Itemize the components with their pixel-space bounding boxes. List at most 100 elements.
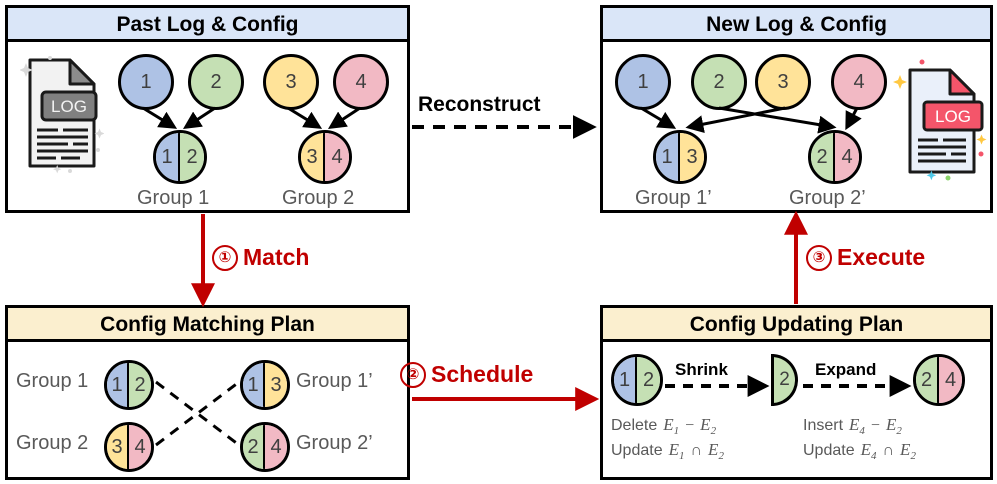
math-term-b: E bbox=[900, 440, 911, 460]
math-row-insert: Insert E4 − E2 bbox=[803, 414, 916, 439]
group-2-label: Group 2 bbox=[282, 187, 355, 209]
math-sub-a: 4 bbox=[870, 450, 877, 463]
half-label: 3 bbox=[306, 146, 318, 168]
group-node-half-left: 2 bbox=[811, 133, 835, 181]
step-number-1: ① bbox=[212, 244, 238, 271]
half-label: 1 bbox=[111, 374, 123, 396]
matching-right-label-1: Group 1’ bbox=[296, 370, 373, 392]
math-sub-b: 2 bbox=[910, 450, 916, 463]
step-schedule-label: ② Schedule bbox=[400, 361, 533, 388]
half-label: 2 bbox=[816, 146, 828, 168]
half-right: 4 bbox=[939, 357, 962, 403]
half-label: 4 bbox=[944, 369, 957, 391]
group-node-2: 3 4 bbox=[298, 130, 352, 184]
half-label: 1 bbox=[161, 146, 173, 168]
panel-new-log-config: New Log & Config 1 2 3 4 1 3 2 bbox=[600, 5, 993, 213]
half-label: 1 bbox=[661, 146, 673, 168]
math-insert-update: Insert E4 − E2 Update E4 ∩ E2 bbox=[803, 414, 916, 464]
node-label: 1 bbox=[637, 71, 649, 93]
math-operator: − bbox=[870, 417, 880, 434]
half-right: 4 bbox=[129, 425, 151, 469]
node-4: 4 bbox=[831, 54, 887, 110]
node-label: 1 bbox=[140, 71, 152, 93]
half-right: 3 bbox=[265, 363, 287, 407]
math-sub-a: 1 bbox=[678, 450, 685, 463]
half-left: 2 bbox=[243, 425, 265, 469]
step-match-label: ① Match bbox=[212, 244, 309, 271]
math-sub-a: 4 bbox=[859, 425, 865, 438]
node-1: 1 bbox=[615, 54, 671, 110]
node-1: 1 bbox=[118, 54, 174, 110]
panel-body-updating: 1 2 2 2 4 Shrink Expand bbox=[603, 342, 990, 477]
math-row-update-1: Update E1 ∩ E2 bbox=[611, 439, 724, 464]
node-2: 2 bbox=[691, 54, 747, 110]
math-sub-b: 2 bbox=[710, 425, 717, 438]
half-left: 3 bbox=[107, 425, 129, 469]
node-label: 2 bbox=[210, 71, 222, 93]
math-term-a: E bbox=[849, 415, 860, 434]
step-number-3: ③ bbox=[806, 244, 832, 271]
half-label: 2 bbox=[247, 436, 259, 458]
matching-right-label-2: Group 2’ bbox=[296, 432, 373, 454]
group-node-half-left: 1 bbox=[156, 133, 180, 181]
updating-start-node: 1 2 bbox=[611, 354, 663, 406]
half-label: 1 bbox=[618, 369, 631, 391]
panel-body-new: 1 2 3 4 1 3 2 4 Group 1’ bbox=[603, 42, 990, 210]
half-label: 4 bbox=[270, 436, 282, 458]
node-label: 4 bbox=[853, 71, 865, 93]
math-sub-a: 1 bbox=[673, 425, 680, 438]
matching-left-node-1: 1 2 bbox=[104, 360, 154, 410]
group-node-half-right: 3 bbox=[680, 133, 704, 181]
math-term-b: E bbox=[885, 415, 897, 434]
group-1-label: Group 1 bbox=[137, 187, 210, 209]
math-term-a: E bbox=[663, 415, 674, 434]
half-left: 1 bbox=[107, 363, 129, 407]
node-4: 4 bbox=[333, 54, 389, 110]
half-label: 4 bbox=[841, 146, 853, 168]
panel-body-matching: Group 1 Group 2 1 2 3 4 1 3 bbox=[8, 342, 407, 477]
half-left: 1 bbox=[614, 357, 637, 403]
node-3: 3 bbox=[755, 54, 811, 110]
expand-label: Expand bbox=[815, 360, 877, 379]
group-2-prime-label: Group 2’ bbox=[789, 187, 866, 209]
node-label: 2 bbox=[713, 71, 725, 93]
half-right: 2 bbox=[129, 363, 151, 407]
half-label: 3 bbox=[270, 374, 282, 396]
panel-title-matching: Config Matching Plan bbox=[8, 308, 407, 342]
step-label-text: Execute bbox=[837, 244, 926, 270]
math-verb: Update bbox=[611, 442, 663, 460]
log-document-icon-gray: LOG bbox=[19, 54, 105, 179]
log-document-icon-red: LOG bbox=[888, 54, 988, 187]
matching-right-node-1: 1 3 bbox=[240, 360, 290, 410]
group-node-half-right: 2 bbox=[180, 133, 204, 181]
half-left: 1 bbox=[243, 363, 265, 407]
math-term-b: E bbox=[700, 415, 711, 434]
half-label: 3 bbox=[111, 436, 123, 458]
updating-mid-half-node: 2 bbox=[771, 354, 798, 406]
half-label: 4 bbox=[134, 436, 146, 458]
half-right: 4 bbox=[265, 425, 287, 469]
math-term-a: E bbox=[860, 440, 871, 460]
half-label: 2 bbox=[186, 146, 198, 168]
half-label: 4 bbox=[331, 146, 343, 168]
node-2: 2 bbox=[188, 54, 244, 110]
math-row-delete: Delete E1 − E2 bbox=[611, 414, 724, 439]
group-node-half-right: 4 bbox=[835, 133, 859, 181]
reconstruct-label: Reconstruct bbox=[418, 93, 541, 116]
group-node-half-left: 1 bbox=[656, 133, 680, 181]
math-term-b: E bbox=[708, 440, 719, 460]
shrink-label: Shrink bbox=[675, 360, 728, 379]
node-label: 3 bbox=[777, 71, 789, 93]
panel-config-updating: Config Updating Plan 1 2 2 2 4 Shrink Ex… bbox=[600, 305, 993, 480]
updating-end-node: 2 4 bbox=[913, 354, 965, 406]
matching-cross-lines bbox=[155, 380, 240, 447]
node-3: 3 bbox=[263, 54, 319, 110]
half-right: 2 bbox=[637, 357, 660, 403]
group-node-1: 1 2 bbox=[153, 130, 207, 184]
step-label-text: Schedule bbox=[431, 361, 534, 387]
panel-config-matching: Config Matching Plan Group 1 Group 2 1 2… bbox=[5, 305, 410, 480]
matching-left-node-2: 3 4 bbox=[104, 422, 154, 472]
math-operator: − bbox=[685, 417, 695, 434]
step-label-text: Match bbox=[243, 244, 310, 270]
group-node-2-prime: 2 4 bbox=[808, 130, 862, 184]
